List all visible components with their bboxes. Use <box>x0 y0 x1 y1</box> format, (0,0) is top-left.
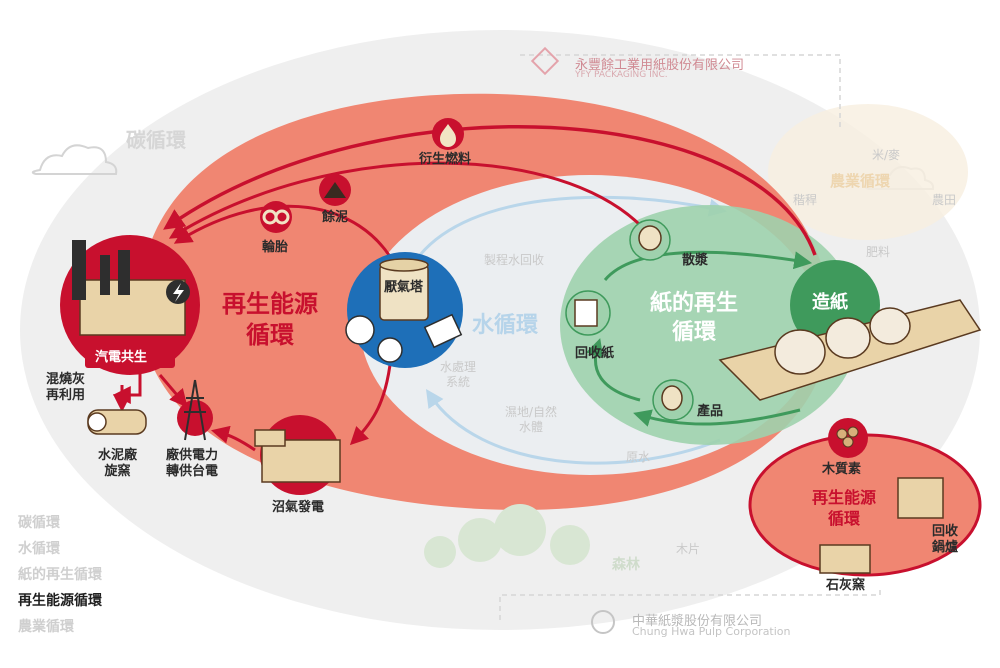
agriculture-cycle-title: 農業循環 <box>830 172 890 191</box>
clarifier-icon <box>346 316 374 344</box>
paper-roll-icon <box>662 386 682 410</box>
cement-kiln-icon <box>88 413 106 431</box>
cogeneration-label: 汽電共生 <box>95 350 147 366</box>
raw-water-label: 原水 <box>626 450 650 465</box>
chimney <box>72 240 86 300</box>
biogas-engine-icon <box>255 430 285 446</box>
broke-label: 散漿 <box>682 253 708 269</box>
biomass-renewable-cycle-title: 再生能源 循環 <box>812 488 876 530</box>
sludge-label: 餘泥 <box>322 210 348 226</box>
water-cycle-title: 水循環 <box>472 312 538 340</box>
derived-fuel-label: 衍生燃料 <box>419 152 471 168</box>
fly-ash-label: 混燒灰 再利用 <box>46 372 85 405</box>
paper-stack-icon <box>575 300 597 326</box>
recovery-boiler-icon <box>898 478 943 518</box>
biogas-label: 沼氣發電 <box>272 500 324 516</box>
power-tower-node <box>177 400 213 436</box>
tires-label: 輪胎 <box>262 240 288 256</box>
process-water-label: 製程水回收 <box>484 253 544 268</box>
legend-renewable-cycle[interactable]: 再生能源循環 <box>18 590 102 610</box>
yfy-company-sub: YFY PACKAGING INC. <box>575 70 668 80</box>
pulper-icon <box>639 226 661 250</box>
clarifier-icon <box>378 338 402 362</box>
chp-company-sub: Chung Hwa Pulp Corporation <box>632 625 791 638</box>
legend-agriculture-cycle[interactable]: 農業循環 <box>18 616 74 636</box>
recycled-paper-label: 回收紙 <box>575 346 614 362</box>
products-label: 產品 <box>697 404 723 420</box>
lime-kiln-label: 石灰窯 <box>826 578 865 594</box>
forest-label: 森林 <box>612 557 640 575</box>
rice-wheat-label: 米/麥 <box>872 148 900 163</box>
wetland-label: 濕地/自然 水體 <box>505 405 557 435</box>
legend-water-cycle[interactable]: 水循環 <box>18 538 60 558</box>
chimney <box>100 255 110 295</box>
anaerobic-tower-label: 厭氣塔 <box>384 280 423 296</box>
power-supply-label: 廠供電力 轉供台電 <box>166 448 218 481</box>
renewable-cycle-title: 再生能源 循環 <box>222 289 318 351</box>
tower-top <box>380 259 428 271</box>
fertilizer-label: 肥料 <box>866 245 890 260</box>
biomass-label: 木質素 <box>822 462 861 478</box>
water-treatment-label: 水處理 系統 <box>440 360 476 390</box>
legend-paper-cycle[interactable]: 紙的再生循環 <box>18 564 102 584</box>
paper-cycle-title: 紙的再生 循環 <box>650 290 738 347</box>
wood-chips-label: 木片 <box>676 542 700 557</box>
papermaking-label: 造紙 <box>812 292 848 315</box>
farmland-label: 農田 <box>932 193 956 208</box>
straw-label: 稭稈 <box>793 193 817 208</box>
legend-carbon-cycle[interactable]: 碳循環 <box>18 512 60 532</box>
lime-kiln-icon <box>820 545 870 573</box>
cement-kiln-label: 水泥廠 旋窯 <box>98 448 137 481</box>
chimney <box>118 250 130 295</box>
carbon-cycle-title: 碳循環 <box>126 128 186 153</box>
recovery-boiler-label: 回收 鍋爐 <box>932 524 958 557</box>
